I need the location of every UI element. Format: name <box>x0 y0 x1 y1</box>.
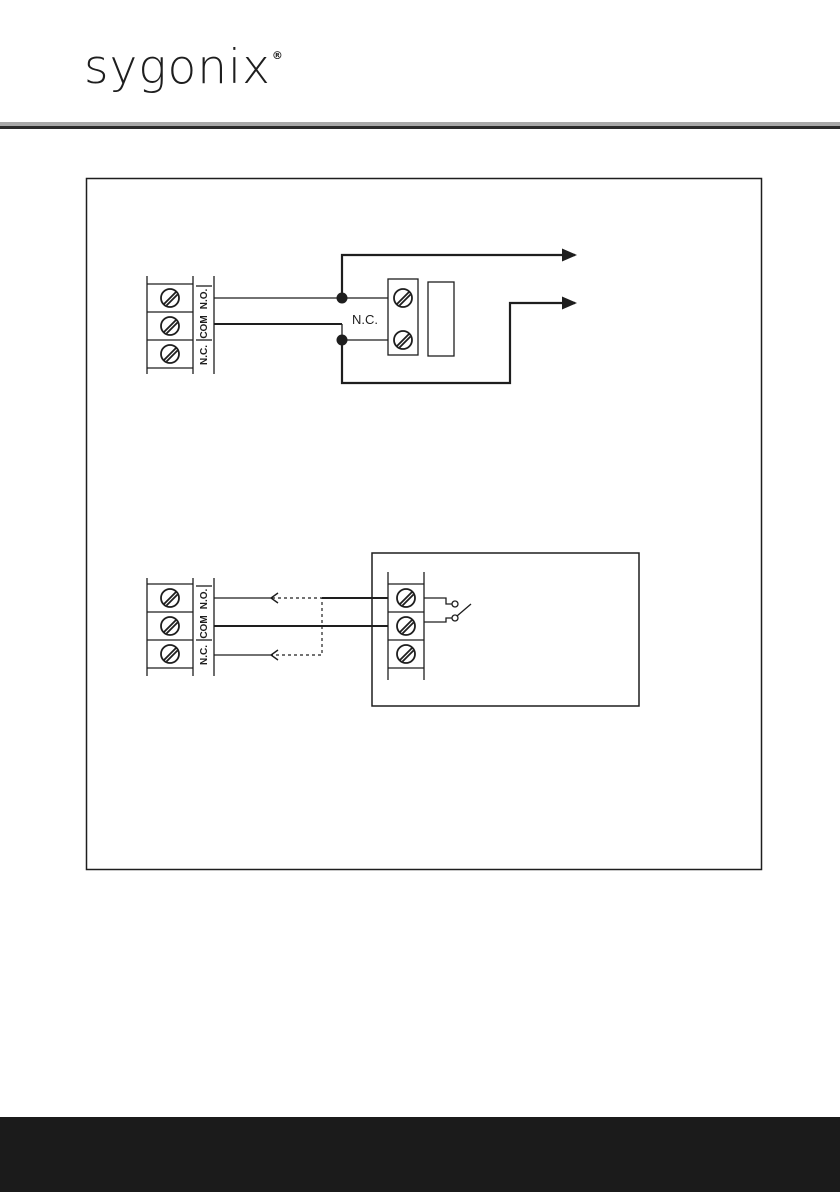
diagram-frame <box>87 179 762 870</box>
wires-top <box>214 255 575 383</box>
switch-contact <box>424 598 471 622</box>
external-screw <box>397 589 415 663</box>
footer-bar <box>0 1117 840 1192</box>
label-com-top: COM <box>199 315 210 338</box>
junction-dot-bottom <box>337 335 348 346</box>
label-nc-bottom: N.C. <box>199 645 210 665</box>
nc-contact-label: N.C. <box>352 312 378 327</box>
label-nc-top: N.C. <box>199 345 210 365</box>
junction-dot-top <box>337 293 348 304</box>
screw-terminal-top <box>161 289 179 363</box>
label-no-top: N.O. <box>199 289 210 310</box>
external-device-box <box>372 553 639 706</box>
screw-terminal-bottom <box>161 589 179 663</box>
wires-bottom <box>214 593 388 660</box>
sensor-screw <box>394 289 412 349</box>
arrow-heads-top <box>562 249 577 310</box>
label-com-bottom: COM <box>199 615 210 638</box>
label-no-bottom: N.O. <box>199 589 210 610</box>
